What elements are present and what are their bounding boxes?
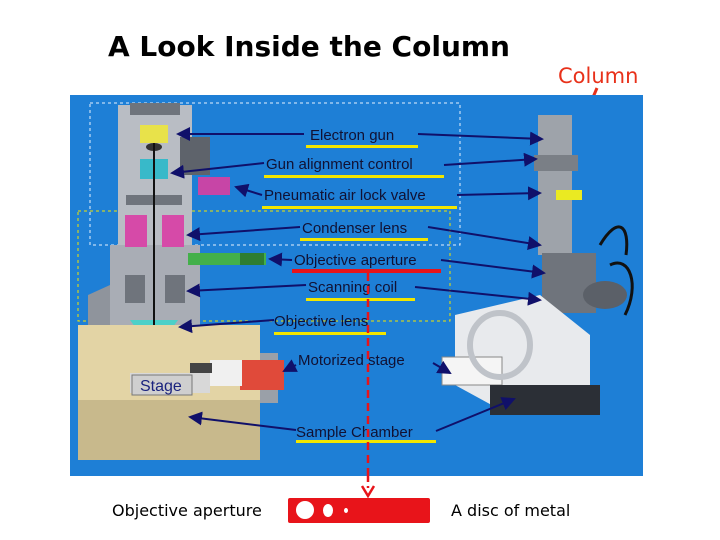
- label-objective-aperture: Objective aperture: [294, 252, 417, 269]
- label-sample-chamber: Sample Chamber: [296, 424, 413, 441]
- column-label: Column: [558, 64, 639, 88]
- label-condenser-lens: Condenser lens: [302, 220, 407, 237]
- label-underlines: [262, 145, 457, 443]
- label-objective-lens: Objective lens: [274, 313, 368, 330]
- label-motorized-stage: Motorized stage: [298, 352, 405, 369]
- aperture-hole-small: [344, 508, 348, 513]
- label-pneumatic-valve: Pneumatic air lock valve: [264, 187, 426, 204]
- aperture-disc-image: [288, 498, 430, 523]
- label-gun-alignment: Gun alignment control: [266, 156, 413, 173]
- column-diagram: Stage: [70, 95, 643, 476]
- label-electron-gun: Electron gun: [310, 127, 394, 144]
- leader-arrows: [170, 127, 546, 432]
- label-scanning-coil: Scanning coil: [308, 279, 397, 296]
- aperture-hole-medium: [323, 504, 333, 517]
- microscope-photo: [441, 115, 634, 415]
- caption-disc-of-metal: A disc of metal: [451, 501, 571, 520]
- sample-chamber-body: [78, 325, 284, 460]
- aperture-hole-large: [296, 501, 314, 519]
- slide-title: A Look Inside the Column: [108, 30, 510, 63]
- stage-label: Stage: [140, 378, 182, 395]
- cross-section: [88, 103, 266, 353]
- caption-objective-aperture: Objective aperture: [112, 501, 262, 520]
